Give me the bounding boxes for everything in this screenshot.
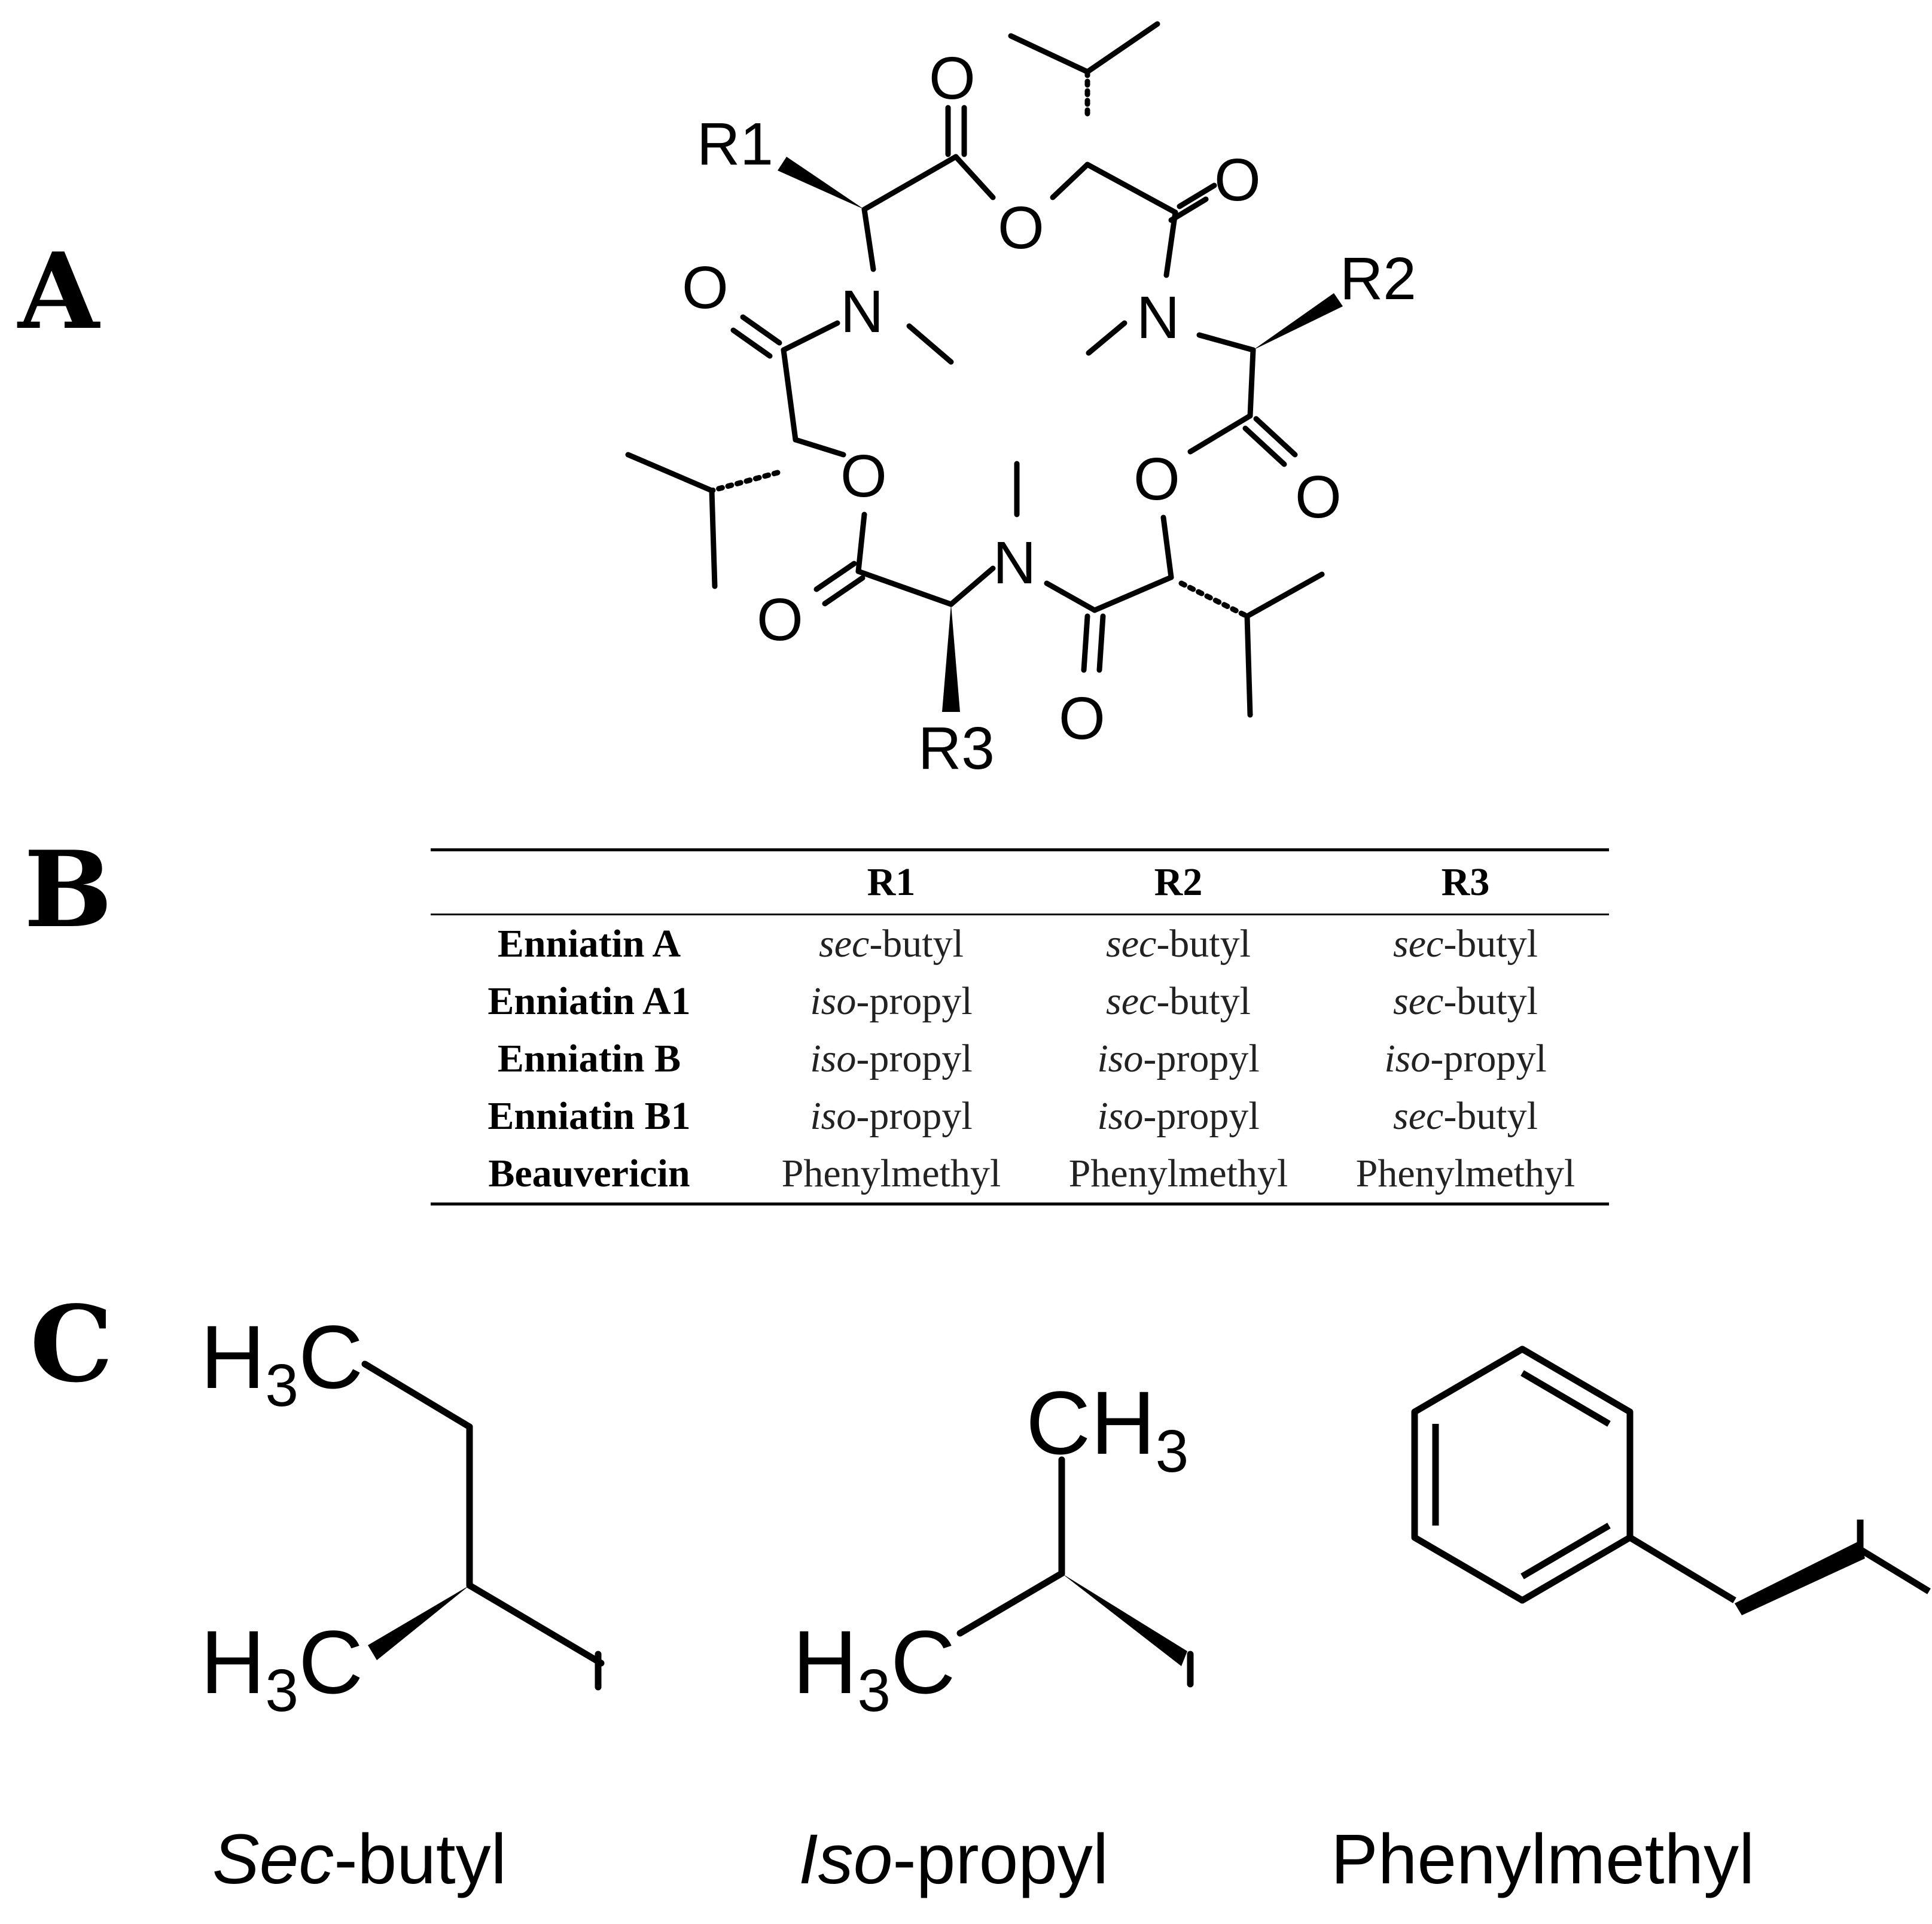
benzene-ring	[1411, 1345, 1634, 1604]
table-row: Enniatin B1 iso-propyl iso-propyl sec-bu…	[431, 1088, 1609, 1145]
table-cell: sec-butyl	[1393, 922, 1538, 966]
iso-propyl-structure: CH3 H3C	[793, 1372, 1194, 1724]
sec-butyl-structure: H3C H3C	[200, 1307, 605, 1724]
table-row: Enniatin A1 iso-propyl sec-butyl sec-but…	[431, 973, 1609, 1030]
sec-butyl-bottom-methyl: H3C	[200, 1612, 363, 1724]
carbonyl-oxygen-2: O	[1214, 147, 1261, 214]
iso-propyl-caption-italic: Iso	[799, 1820, 893, 1899]
carbonyl-oxygen-1: O	[929, 45, 976, 112]
iso-propyl-caption: Iso-propyl	[799, 1819, 1108, 1900]
row-name: Enniatin B	[497, 1037, 681, 1080]
table-cell: Phenylmethyl	[1068, 1152, 1288, 1195]
phenylmethyl-structure	[1411, 1345, 1931, 1615]
enniatin-core-structure	[625, 21, 1325, 718]
iso-propyl-caption-rest: -propyl	[892, 1820, 1109, 1899]
table-row: Beauvericin Phenylmethyl Phenylmethyl Ph…	[431, 1145, 1609, 1204]
table-cell: iso-propyl	[810, 979, 973, 1023]
iso-propyl-wedge	[1062, 1573, 1187, 1666]
atom-labels-a: O O O O N N O O O N O O R1 R2 R3	[682, 45, 1416, 782]
carbonyl-oxygen-3: O	[682, 254, 729, 321]
row-name: Enniatin A1	[487, 979, 691, 1023]
table-header-r1: R1	[867, 860, 916, 904]
r3-label: R3	[918, 715, 995, 782]
panel-letter-b: B	[24, 829, 112, 951]
r3-wedge	[942, 604, 960, 712]
iso-propyl-top-methyl: CH3	[1026, 1372, 1189, 1485]
sec-butyl-caption: Sec-butyl	[212, 1819, 507, 1900]
table-row: Enniatin B iso-propyl iso-propyl iso-pro…	[431, 1030, 1609, 1088]
panel-letter-c: C	[30, 1283, 114, 1406]
row-name: Beauvericin	[488, 1152, 690, 1195]
iso-propyl-left-methyl: H3C	[793, 1612, 955, 1724]
panel-letter-a: A	[18, 230, 99, 353]
carbonyl-oxygen-5: O	[757, 586, 803, 653]
r1-label: R1	[697, 111, 773, 178]
r2-label: R2	[1340, 245, 1416, 312]
table-cell: sec-butyl	[1106, 979, 1251, 1023]
table-row: Enniatin A sec-butyl sec-butyl sec-butyl	[431, 915, 1609, 973]
table-header-r2: R2	[1154, 860, 1203, 904]
amide-nitrogen-2: N	[1136, 284, 1180, 351]
amide-nitrogen-1: N	[840, 278, 883, 345]
table-cell: iso-propyl	[1097, 1037, 1260, 1080]
sec-butyl-caption-rest: -butyl	[334, 1820, 507, 1899]
table-cell: iso-propyl	[810, 1094, 973, 1138]
ester-oxygen-2: O	[840, 443, 887, 510]
table-cell: sec-butyl	[819, 922, 964, 966]
table-cell: sec-butyl	[1393, 1094, 1538, 1138]
sec-butyl-caption-italic: Sec	[212, 1820, 334, 1899]
table-cell: sec-butyl	[1106, 922, 1251, 966]
row-name: Enniatin A	[497, 922, 681, 966]
carbonyl-oxygen-4: O	[1295, 464, 1342, 531]
table-cell: sec-butyl	[1393, 979, 1538, 1023]
sec-butyl-wedge	[368, 1585, 470, 1660]
phenylmethyl-wedge	[1735, 1541, 1865, 1615]
row-name: Enniatin B1	[487, 1094, 691, 1138]
table-cell: iso-propyl	[1097, 1094, 1260, 1138]
table-cell: Phenylmethyl	[1355, 1152, 1576, 1195]
phenylmethyl-caption: Phenylmethyl	[1331, 1820, 1755, 1899]
ester-oxygen-3: O	[1133, 446, 1180, 513]
substituent-table: R1 R2 R3 Enniatin A sec-butyl sec-butyl …	[431, 848, 1609, 1205]
amide-nitrogen-3: N	[993, 529, 1036, 596]
ester-oxygen-1: O	[998, 194, 1044, 261]
r2-wedge	[1253, 293, 1343, 350]
carbonyl-oxygen-6: O	[1059, 685, 1105, 752]
table-header-r3: R3	[1441, 860, 1490, 904]
table-cell: iso-propyl	[810, 1037, 973, 1080]
table-cell: iso-propyl	[1384, 1037, 1547, 1080]
r1-wedge	[778, 157, 864, 209]
table-header-row: R1 R2 R3	[431, 850, 1609, 915]
table-cell: Phenylmethyl	[781, 1152, 1001, 1195]
table-header-empty	[431, 850, 748, 915]
sec-butyl-top-methyl: H3C	[200, 1307, 363, 1419]
